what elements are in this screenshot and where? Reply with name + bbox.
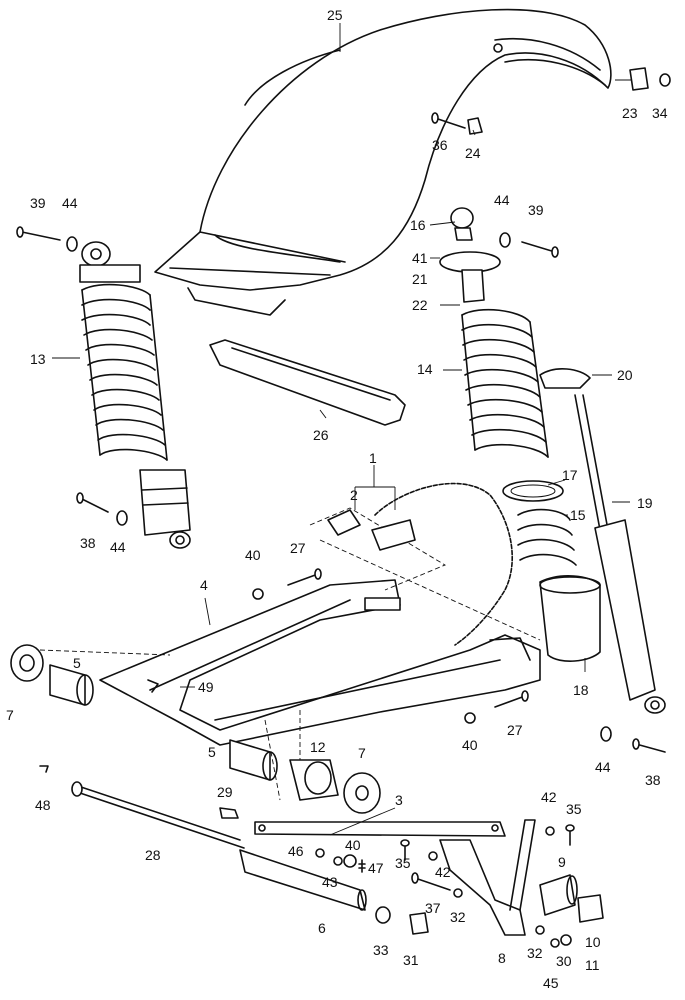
label-18: 18 — [573, 682, 589, 698]
label-44-left: 44 — [62, 195, 78, 211]
label-38-left: 38 — [80, 535, 96, 551]
label-3: 3 — [395, 792, 403, 808]
label-4: 4 — [200, 577, 208, 593]
label-40-bottom: 40 — [345, 837, 361, 853]
label-2: 2 — [350, 487, 358, 503]
drive-chain — [374, 482, 513, 646]
rear-fender — [154, 8, 612, 316]
collar-9-10 — [539, 874, 604, 923]
label-28: 28 — [145, 847, 161, 863]
label-44-right: 44 — [494, 192, 510, 208]
label-49: 49 — [198, 679, 214, 695]
label-42-left: 42 — [435, 864, 451, 880]
label-34: 34 — [652, 105, 668, 121]
label-23: 23 — [622, 105, 638, 121]
label-26: 26 — [313, 427, 329, 443]
label-16: 16 — [410, 217, 426, 233]
label-39-right: 39 — [528, 202, 544, 218]
label-24: 24 — [465, 145, 481, 161]
label-8: 8 — [498, 950, 506, 966]
label-1: 1 — [369, 450, 377, 466]
label-11: 11 — [585, 957, 600, 973]
label-21: 21 — [412, 271, 428, 287]
part-numbers: 25 23 34 36 24 39 44 44 39 16 41 21 22 1… — [6, 7, 668, 991]
label-35-left: 35 — [395, 855, 411, 871]
brake-arm — [439, 819, 536, 936]
label-44-lower-left: 44 — [110, 539, 126, 555]
label-13: 13 — [30, 351, 46, 367]
label-6: 6 — [318, 920, 326, 936]
label-32-right: 32 — [527, 945, 543, 961]
label-27-upper: 27 — [290, 540, 306, 556]
label-12: 12 — [310, 739, 326, 755]
pivot-bolt — [71, 781, 245, 849]
hardware — [16, 67, 671, 948]
label-25: 25 — [327, 7, 343, 23]
label-27-lower: 27 — [507, 722, 523, 738]
label-39-left: 39 — [30, 195, 46, 211]
label-40-upper: 40 — [245, 547, 261, 563]
bushing — [289, 759, 339, 801]
chain-guard — [209, 339, 406, 426]
damper-unit — [539, 368, 666, 714]
label-9: 9 — [558, 854, 566, 870]
label-7-left: 7 — [6, 707, 14, 723]
label-46: 46 — [288, 843, 304, 859]
label-10: 10 — [585, 934, 601, 950]
label-37: 37 — [425, 900, 441, 916]
label-7-right: 7 — [358, 745, 366, 761]
label-38-right: 38 — [645, 772, 661, 788]
label-32-left: 32 — [450, 909, 466, 925]
label-35-right: 35 — [566, 801, 582, 817]
label-5-upper: 5 — [73, 655, 81, 671]
label-5-lower: 5 — [208, 744, 216, 760]
pivot-pipe — [239, 849, 367, 911]
label-22: 22 — [412, 297, 428, 313]
label-48: 48 — [35, 797, 51, 813]
label-20: 20 — [617, 367, 633, 383]
label-47: 47 — [368, 860, 384, 876]
label-33: 33 — [373, 942, 389, 958]
label-41: 41 — [412, 250, 428, 266]
pivot-collars — [10, 644, 381, 814]
leader-lines — [52, 23, 632, 836]
label-14: 14 — [417, 361, 433, 377]
link-plate — [254, 821, 506, 837]
label-43: 43 — [322, 874, 338, 890]
label-29: 29 — [217, 784, 233, 800]
label-42-right: 42 — [541, 789, 557, 805]
label-30: 30 — [556, 953, 572, 969]
label-31: 31 — [403, 952, 419, 968]
right-spring-assembly — [439, 207, 601, 662]
label-17: 17 — [562, 467, 578, 483]
label-19: 19 — [637, 495, 653, 511]
label-45: 45 — [543, 975, 559, 991]
label-40-lower: 40 — [462, 737, 478, 753]
left-shock-absorber — [79, 241, 191, 549]
label-36: 36 — [432, 137, 448, 153]
swing-arm — [99, 579, 541, 746]
label-15: 15 — [570, 507, 586, 523]
label-44-lower-right: 44 — [595, 759, 611, 775]
